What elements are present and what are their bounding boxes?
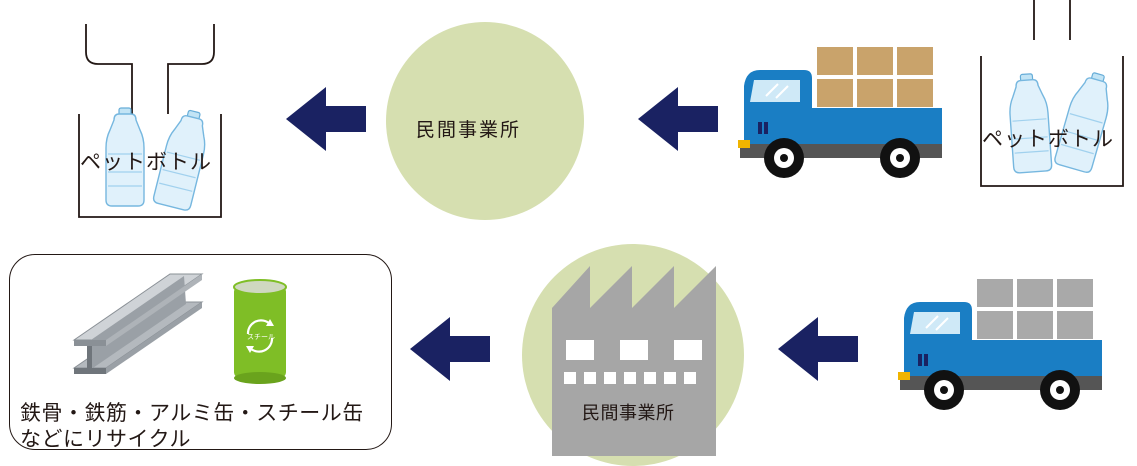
truck-icon: [898, 277, 1102, 410]
arrow-left-icon: [286, 87, 366, 151]
recycle-text-line1: 鉄骨・鉄筋・アルミ缶・スチール缶: [20, 401, 364, 425]
truck-icon: [738, 45, 942, 178]
arrow-left-icon: [638, 87, 718, 151]
steel-beam-icon: [72, 273, 204, 374]
pet-bottle-icon: [152, 109, 206, 211]
wheel-icon: [880, 138, 920, 178]
arrow-left-icon: [778, 317, 858, 381]
bottle-container-left: [78, 24, 222, 218]
wheel-icon: [1040, 370, 1080, 410]
recycle-icon: [246, 319, 274, 353]
arrow-left-icon: [410, 317, 490, 381]
wheel-icon: [924, 370, 964, 410]
bottle-label-left: ペットボトル: [80, 150, 212, 174]
bottle-label-right: ペットボトル: [982, 127, 1114, 151]
steel-can-icon: スチール: [233, 279, 287, 384]
business-circle-top: [386, 22, 584, 220]
pet-bottle-icon: [1009, 73, 1053, 174]
pet-bottle-icon: [1054, 72, 1109, 173]
business-label-top: 民間事業所: [416, 119, 522, 141]
recycle-text-line2: などにリサイクル: [20, 427, 191, 451]
factory-label: 民間事業所: [582, 403, 675, 424]
bottle-container-right: [980, 0, 1124, 187]
recycle-products-box: [9, 254, 392, 450]
can-label: スチール: [247, 333, 275, 341]
wheel-icon: [764, 138, 804, 178]
pet-bottle-icon: [105, 107, 145, 207]
factory-icon: [552, 266, 716, 456]
